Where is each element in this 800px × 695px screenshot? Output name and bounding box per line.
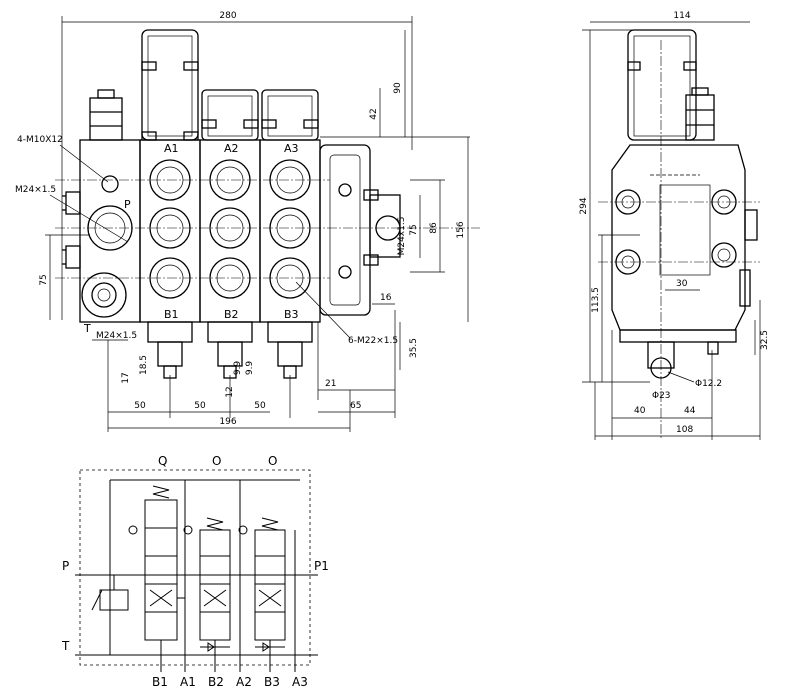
label-a1: A1 (164, 142, 179, 155)
relief-valve (89, 97, 123, 141)
label-schematic-t: T (61, 639, 70, 653)
outlet-cover (319, 144, 371, 316)
schematic-section-1 (128, 485, 186, 672)
label-a3: A3 (284, 142, 299, 155)
label-b2: B2 (224, 308, 239, 321)
dim-small-17: 17 (121, 372, 131, 383)
dim-side-right-32: 32.5 (760, 330, 770, 350)
dim-side-right-44: 44 (684, 406, 696, 416)
dim-spool-cap: 42 (369, 108, 379, 119)
dim-side-base: 108 (676, 425, 693, 435)
valve-section-1 (139, 29, 201, 379)
valve-section-2 (199, 89, 261, 379)
schematic-section-2 (183, 517, 241, 672)
dim-right-65: 65 (350, 401, 361, 411)
dim-side-dia-12: Φ12.2 (695, 379, 722, 389)
schematic-section-3 (238, 517, 296, 672)
side-view: 114 294 113.5 (579, 11, 770, 440)
label-sch-a1: A1 (180, 675, 196, 689)
dim-side-height: 294 (579, 197, 589, 214)
label-tank: T (83, 322, 91, 335)
front-view: 280 90 42 156 86 75 M24x1.5 16 (15, 11, 480, 432)
label-pressure: P (124, 198, 131, 211)
dim-side-top-width: 114 (673, 11, 690, 21)
dim-outlet-offset: 16 (380, 293, 392, 303)
dim-top-height: 90 (393, 82, 403, 94)
label-b3: B3 (284, 308, 299, 321)
label-schematic-p1: P1 (314, 559, 329, 573)
label-q: Q (158, 454, 167, 468)
label-schematic-p: P (62, 559, 69, 573)
dim-small-12: 12 (225, 386, 235, 397)
dim-overall-width: 280 (219, 11, 236, 21)
dim-small-9a: 9.9 (233, 361, 243, 376)
dim-side-left-40: 40 (634, 406, 646, 416)
dim-outlet-span: 75 (409, 224, 419, 235)
label-a2: A2 (224, 142, 239, 155)
callout-tank-port: M24×1.5 (96, 331, 137, 341)
dim-inlet-height: 86 (429, 222, 439, 234)
dim-pitch-3: 50 (254, 401, 266, 411)
label-sch-a3: A3 (292, 675, 308, 689)
callout-work-ports: 6-M22×1.5 (348, 336, 398, 346)
label-sch-a2: A2 (236, 675, 252, 689)
dim-base: 196 (219, 417, 236, 427)
dim-pitch-1: 50 (134, 401, 146, 411)
dim-pitch-2: 50 (194, 401, 206, 411)
dim-side-inner-30: 30 (676, 279, 688, 289)
dim-side-dia-23: Φ23 (652, 391, 671, 401)
label-sch-b1: B1 (152, 675, 168, 689)
callout-inlet-port: M24×1.5 (15, 185, 56, 195)
dim-bottom-t: 35.5 (409, 338, 419, 358)
label-o2: O (268, 454, 277, 468)
t-port (81, 272, 127, 318)
dim-side-lower-height: 113.5 (591, 287, 601, 313)
label-o1: O (212, 454, 221, 468)
dim-small-18: 18.5 (139, 355, 149, 375)
dim-body-height: 156 (456, 221, 466, 238)
dim-step-21: 21 (325, 379, 336, 389)
label-b1: B1 (164, 308, 179, 321)
hydraulic-schematic: Q O O P T P1 (61, 454, 329, 689)
valve-section-3 (259, 89, 321, 379)
dim-outlet-port: M24x1.5 (397, 217, 407, 256)
dim-left-port-height: 75 (39, 274, 49, 285)
dim-small-9b: 9.9 (245, 361, 255, 376)
label-sch-b3: B3 (264, 675, 280, 689)
label-sch-b2: B2 (208, 675, 224, 689)
callout-bolts: 4-M10X12 (17, 135, 63, 145)
